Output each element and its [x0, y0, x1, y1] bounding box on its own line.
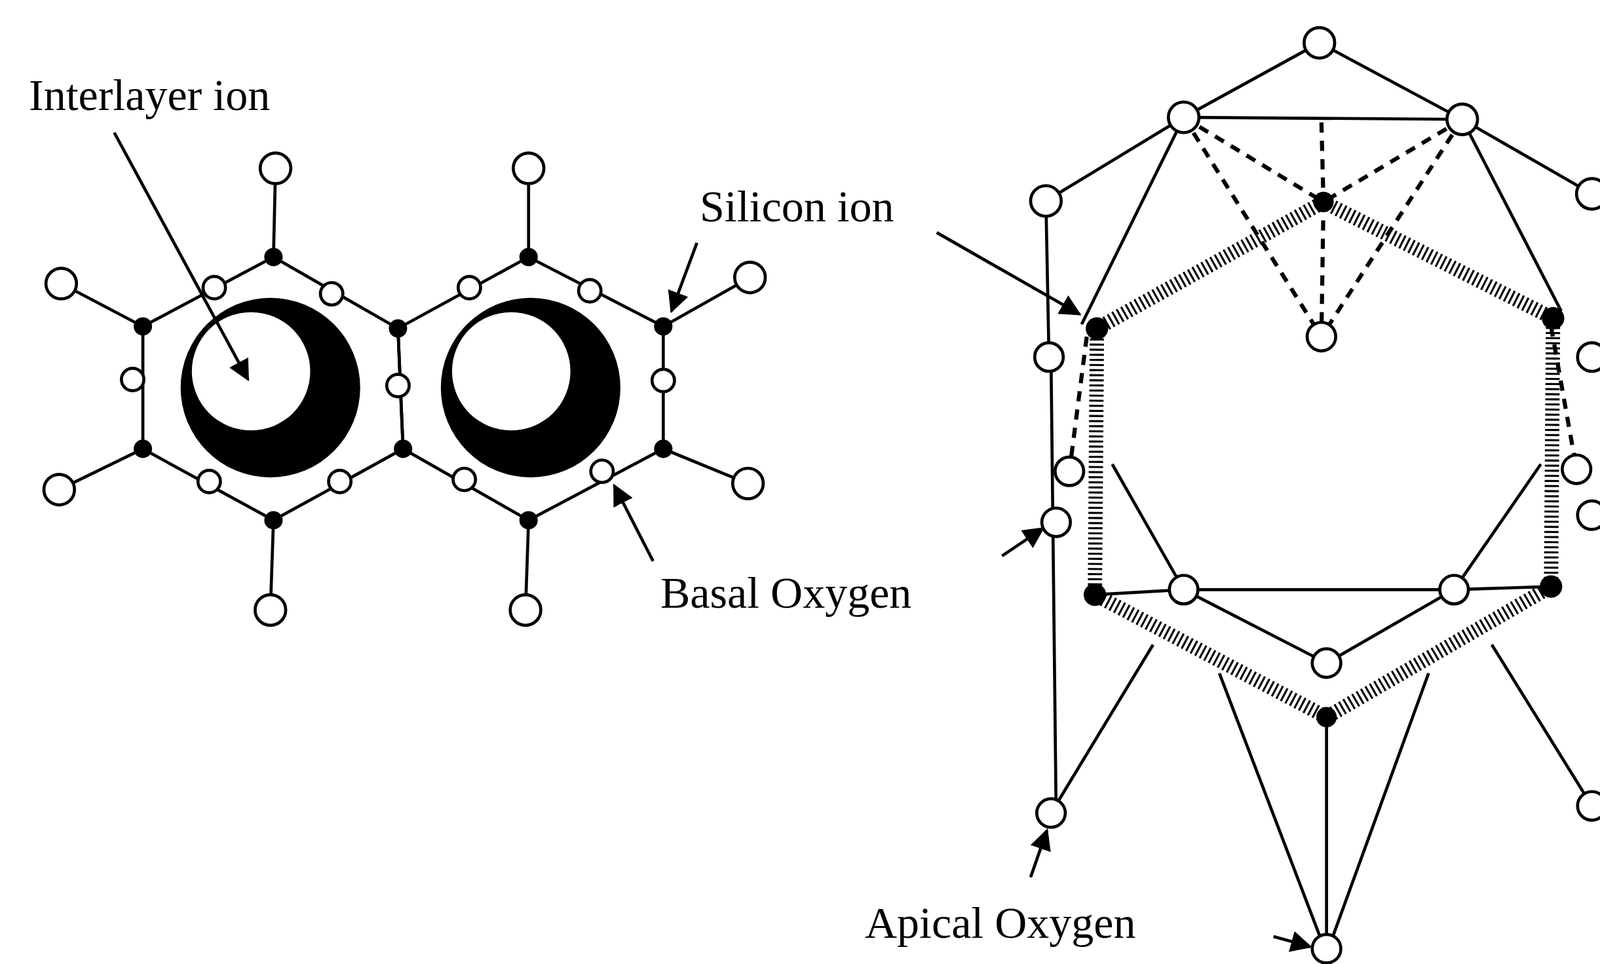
silicon-ions — [133, 248, 673, 531]
oxygen-ions — [43, 153, 766, 626]
part-label: Interlayer ion — [28, 70, 270, 120]
part-label: Silicon ion — [699, 182, 895, 232]
hexagonal-ring — [1094, 201, 1553, 718]
hidden-bonds — [1069, 117, 1577, 472]
interlayer-ions — [180, 298, 621, 478]
ring-bonds — [58, 168, 750, 610]
silicon-ions-3d — [1083, 191, 1565, 728]
tetrahedra-bonds — [1045, 42, 1592, 954]
leader-lines — [114, 132, 1310, 947]
oxygen-ions-3d — [1030, 27, 1600, 964]
part-label: Basal Oxygen — [660, 568, 912, 618]
part-label: Apical Oxygen — [864, 898, 1137, 949]
